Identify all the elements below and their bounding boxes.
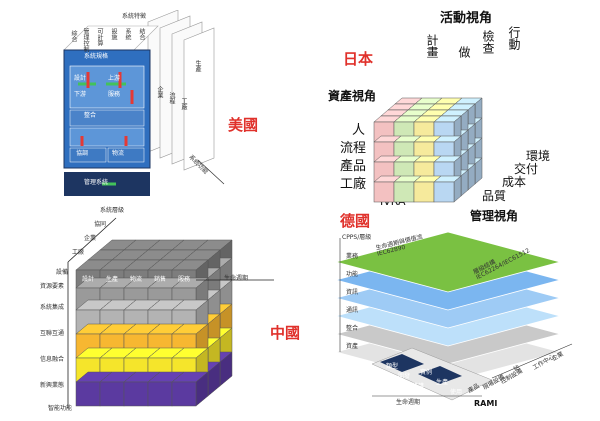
- usa-side-0: 企業: [156, 86, 163, 98]
- japan-country-label: 日本: [343, 50, 374, 68]
- japan-activity-act: 行動: [507, 26, 521, 50]
- japan-asset-view: 資產視角: [328, 89, 377, 103]
- japan-mgmt-delivery: 交付: [514, 162, 539, 176]
- china-col-4: 服務: [178, 276, 191, 283]
- china-row-1: 資源要素: [40, 283, 65, 290]
- germany-bottom-production: 生產: [436, 379, 449, 386]
- usa-side-1: 流程: [168, 92, 175, 104]
- china-col-0: 設計: [82, 276, 95, 283]
- usa-side-2: 工廠: [180, 98, 187, 110]
- usa-top-col-3: 設施: [110, 28, 117, 40]
- germany-country-label: 德國: [340, 212, 371, 230]
- china-country-label: 中國: [270, 324, 301, 342]
- usa-top-col-0: 綜合: [70, 30, 77, 42]
- germany-left-layer-3: 通訊: [346, 307, 359, 314]
- china-cube: [67, 217, 274, 408]
- germany-left-layer-2: 資訊: [346, 289, 359, 296]
- japan-cell-3-3-0: [433, 175, 462, 203]
- china-row-4: 信息融合: [40, 356, 65, 363]
- japan-mgmt-quality: 品質: [482, 189, 507, 203]
- usa-panel-title: 系統規格: [84, 53, 109, 60]
- germany-bottom-use: 使用: [450, 389, 463, 396]
- china-row-2: 系統集成: [40, 304, 65, 311]
- china-axis-left-2: 工廠: [72, 249, 85, 256]
- germany-left-layer-0: 業務: [346, 253, 359, 260]
- japan-activity-view: 活動視角: [440, 11, 493, 26]
- germany-bottom-axis: 生命週期: [396, 399, 421, 406]
- usa-box-0: 設計: [74, 75, 87, 82]
- china-diagonal-axis: [67, 217, 117, 263]
- japan-mgmt-env: 環境: [526, 149, 551, 163]
- usa-top-axis: 系統特徵: [122, 13, 147, 20]
- china-axis-left-0: 協同: [94, 221, 107, 228]
- china-col-3: 銷售: [154, 276, 167, 283]
- japan-activity-plan: 計畫: [425, 34, 439, 58]
- japan-cube: [373, 97, 483, 203]
- germany-right-axis: [491, 343, 573, 379]
- usa-bottom-right: 物流: [112, 150, 125, 157]
- usa-box-2: 下游: [74, 91, 87, 98]
- china-row-3: 互聯互通: [40, 330, 65, 337]
- china-axis-left-1: 企業: [84, 235, 97, 242]
- china-top-axis: 系統層級: [100, 207, 125, 214]
- germany-bottom-type: 類型: [386, 363, 399, 370]
- china-col-2: 物流: [130, 276, 143, 283]
- usa-side-3: 生產: [194, 60, 201, 72]
- germany-left-layer-5: 資產: [346, 343, 359, 350]
- china-lifecycle: 生命週期: [224, 275, 249, 282]
- usa-model-graphic: [63, 10, 225, 196]
- usa-top-col-5: 結合: [138, 28, 145, 40]
- germany-left-layer-4: 整合: [346, 325, 359, 332]
- china-cell-4-5-0: [171, 371, 209, 407]
- usa-country-label: 美國: [228, 116, 259, 134]
- germany-bottom-dev: 開發: [398, 373, 411, 380]
- japan-asset-person: 人: [352, 123, 366, 138]
- china-row-5: 新興業態: [40, 382, 65, 389]
- japan-activity-do: 做: [457, 46, 471, 58]
- usa-top-col-2: 可計算: [96, 28, 103, 46]
- germany-bottom-block-1: [418, 366, 462, 384]
- germany-rami: RAMI: [474, 399, 498, 408]
- germany-bottom-block-0: [380, 354, 424, 372]
- china-col-1: 生產: [106, 276, 119, 283]
- japan-asset-process: 流程: [340, 141, 367, 156]
- usa-bottom-left: 協調: [76, 150, 89, 157]
- usa-top-col-1: 管理控制: [82, 28, 89, 52]
- usa-box-1: 上游: [108, 75, 121, 82]
- japan-asset-product: 產品: [340, 159, 367, 174]
- usa-base: 管理系統: [84, 179, 109, 186]
- usa-box-center: 整合: [84, 112, 97, 119]
- japan-mgmt-cost: 成本: [502, 175, 527, 189]
- japan-activity-check: 檢查: [481, 30, 495, 54]
- germany-bottom-maint: 維護: [412, 383, 425, 390]
- japan-mgmt-view: 管理視角: [470, 209, 519, 223]
- germany-layers: [334, 231, 573, 401]
- usa-top-col-4: 系統: [124, 28, 131, 40]
- germany-left-layer-1: 功能: [346, 271, 359, 278]
- germany-cpps-label: CPPS/層級: [342, 234, 372, 241]
- china-bottom-axis: 智能功能: [48, 405, 73, 412]
- germany-layer-0: [334, 231, 562, 293]
- germany-bottom-instance: 實例: [420, 369, 433, 376]
- usa-box-3: 服務: [108, 91, 121, 98]
- japan-asset-factory: 工廠: [340, 177, 367, 192]
- china-row-0: 設備: [56, 269, 69, 276]
